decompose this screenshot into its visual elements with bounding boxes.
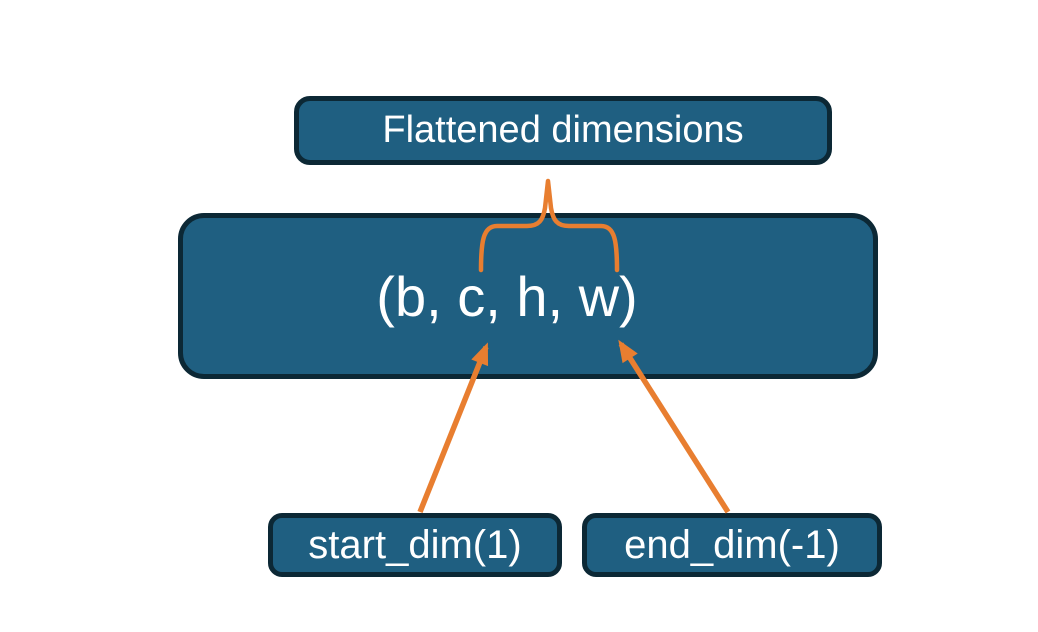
- end-dim-label: end_dim(-1): [624, 522, 840, 567]
- end-dim-box: end_dim(-1): [582, 513, 882, 577]
- flattened-dimensions-box: Flattened dimensions: [294, 96, 832, 165]
- tensor-shape-label: (b, c, h, w): [376, 264, 638, 328]
- start-dim-box: start_dim(1): [268, 513, 562, 577]
- tensor-shape-box: (b, c, h, w): [178, 213, 878, 379]
- start-dim-label: start_dim(1): [308, 522, 522, 567]
- flattened-dimensions-label: Flattened dimensions: [382, 109, 744, 151]
